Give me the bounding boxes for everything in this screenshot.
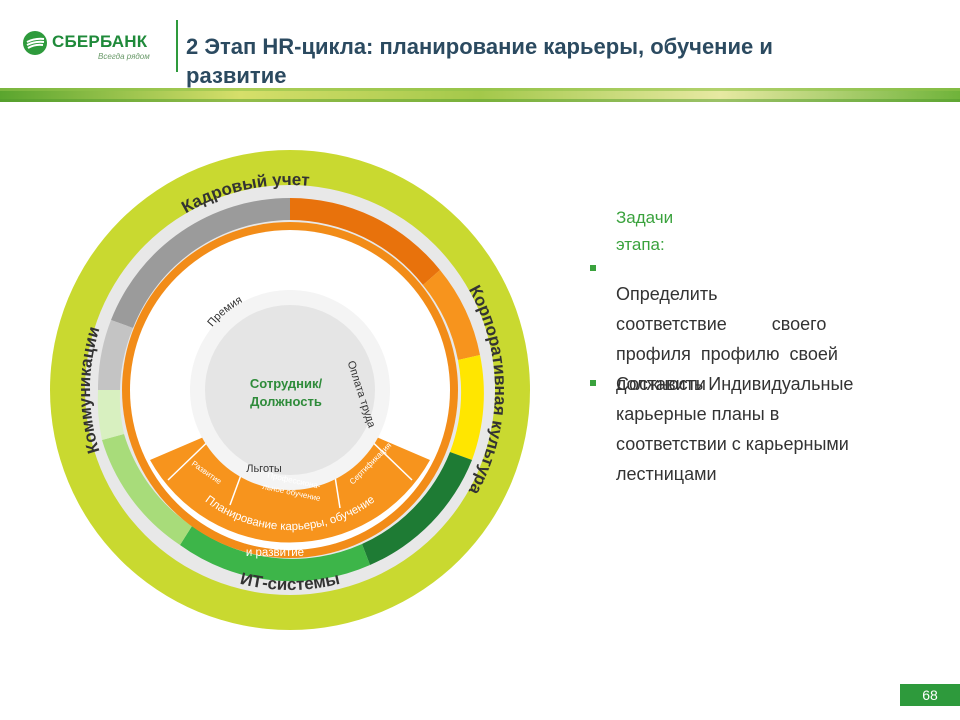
segment-yellow: [450, 355, 484, 460]
brand-name: СБЕРБАНК: [52, 32, 148, 51]
segment-dark-green: [362, 452, 472, 565]
bullet-2: [590, 380, 596, 386]
segment-dark-orange: [290, 197, 440, 285]
center-label-1: Сотрудник/: [250, 376, 323, 391]
label-benefits: Льготы: [246, 463, 282, 475]
segment-orange: [423, 270, 480, 360]
bullet-1: [590, 265, 596, 271]
task-item-1: Определить соответствие своего профиля п…: [616, 284, 838, 394]
header-banner: [0, 88, 960, 102]
page-number: 68: [900, 684, 960, 706]
label-band-main-2: и развитие: [246, 547, 304, 559]
slide-title: 2 Этап HR-цикла: планирование карьеры, о…: [186, 34, 773, 88]
segment-pale-green: [97, 390, 124, 440]
center-label-2: Должность: [250, 394, 322, 409]
center-circle: [205, 305, 375, 475]
title-divider: [176, 20, 178, 72]
sberbank-logo: СБЕРБАНК Всегда рядом: [22, 28, 157, 68]
task-item-2: Составить Индивидуальные карьерные планы…: [616, 374, 854, 484]
segment-grey: [111, 197, 290, 328]
hr-cycle-diagram: Кадровый учет Корпоративная культура ИТ-…: [50, 150, 530, 630]
segment-light-green: [102, 434, 192, 545]
tasks-heading: Задачи этапа:: [616, 208, 674, 254]
segment-green: [180, 526, 370, 582]
sberbank-logo-icon: [23, 31, 47, 55]
brand-tagline: Всегда рядом: [98, 52, 150, 61]
segment-light-grey: [97, 320, 133, 390]
